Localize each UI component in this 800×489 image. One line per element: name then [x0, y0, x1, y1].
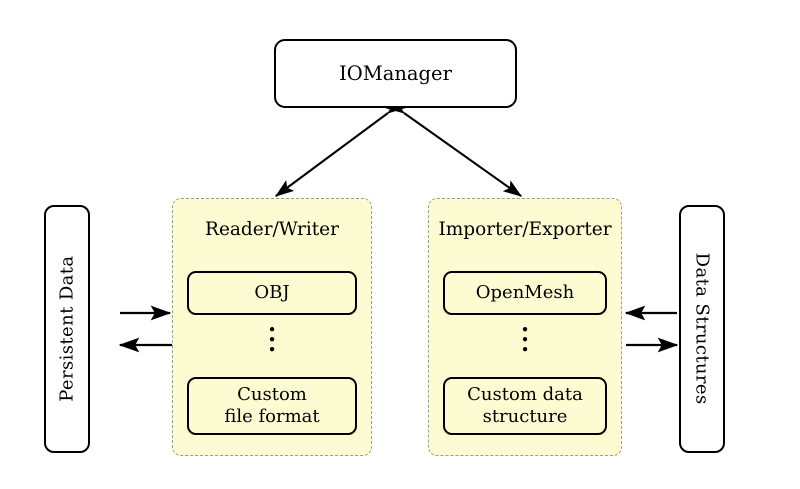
arrow-manager-importer-exporter	[385, 97, 523, 197]
node-io-manager[interactable]: IOManager	[274, 39, 517, 108]
node-openmesh-label: OpenMesh	[475, 282, 575, 304]
data-structures-label: Data Structures	[691, 252, 713, 405]
custom-data-structure-line1: Custom data	[467, 384, 583, 406]
custom-data-structure-line2: structure	[482, 406, 568, 427]
custom-file-format-line1: Custom	[237, 384, 307, 406]
group-reader-writer-title: Reader/Writer	[205, 219, 339, 240]
arrow-manager-reader-writer	[274, 97, 407, 197]
custom-file-format-line2: file format	[224, 406, 320, 427]
group-reader-writer: Reader/Writer OBJ ••• Custom file format	[172, 198, 372, 456]
node-openmesh[interactable]: OpenMesh	[443, 271, 607, 315]
node-custom-file-format-label: Custom file format	[224, 384, 319, 428]
node-obj-label: OBJ	[254, 282, 290, 304]
node-custom-file-format[interactable]: Custom file format	[187, 377, 357, 435]
group-importer-exporter-title: Importer/Exporter	[438, 219, 612, 240]
node-data-structures[interactable]: Data Structures	[679, 205, 725, 453]
node-custom-data-structure[interactable]: Custom data structure	[443, 377, 607, 435]
reader-writer-ellipsis: •••	[267, 321, 277, 359]
group-importer-exporter: Importer/Exporter OpenMesh ••• Custom da…	[428, 198, 622, 456]
node-custom-data-structure-label: Custom data structure	[467, 384, 583, 428]
node-obj[interactable]: OBJ	[187, 271, 357, 315]
importer-exporter-ellipsis: •••	[520, 321, 530, 359]
io-manager-label: IOManager	[339, 62, 452, 85]
node-persistent-data[interactable]: Persistent Data	[44, 205, 90, 453]
persistent-data-label: Persistent Data	[56, 255, 78, 403]
